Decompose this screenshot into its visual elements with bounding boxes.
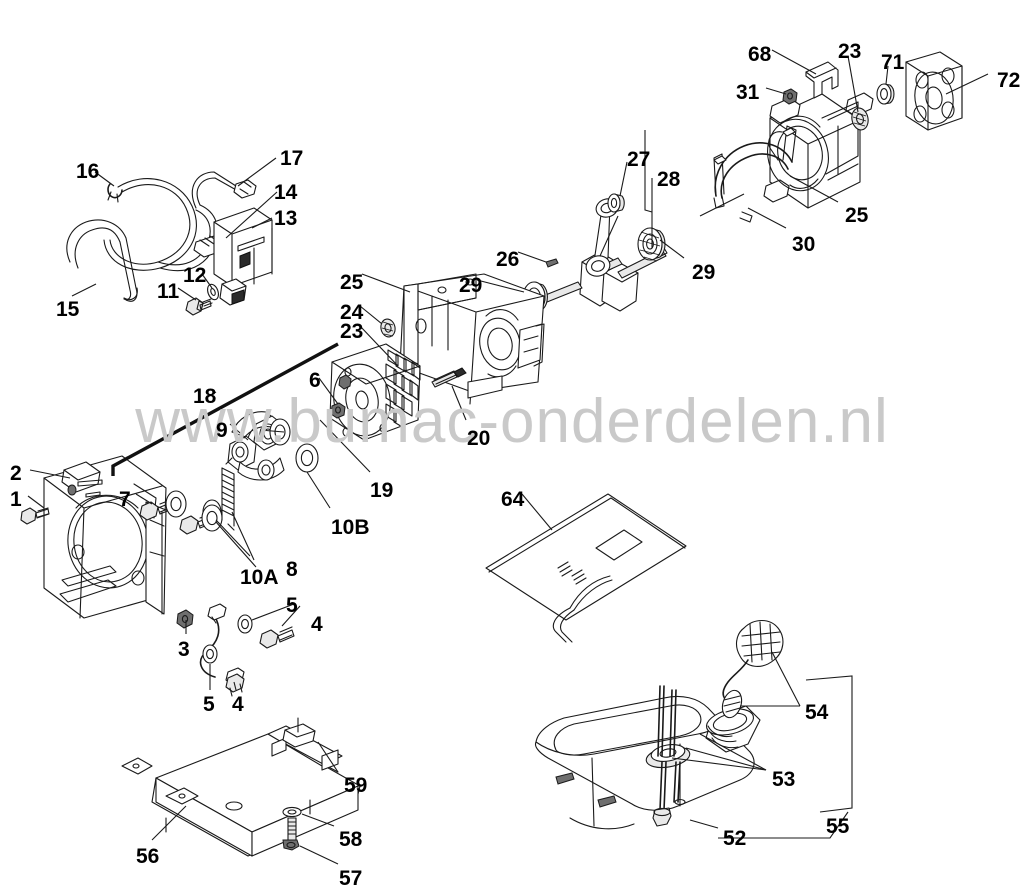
- part-68-clutch-stop-lug: [805, 61, 839, 99]
- part-53-fuel-pickup-hoses: [645, 685, 691, 827]
- callout-27: 27: [627, 148, 651, 171]
- part-2-crankcase-cover: [43, 455, 167, 619]
- callout-52: 52: [723, 827, 747, 850]
- callout-5a: 5: [286, 594, 298, 617]
- part-1-screw: [20, 507, 50, 525]
- part-57-bolt: [282, 817, 300, 851]
- callout-25a: 25: [340, 271, 364, 294]
- callout-12: 12: [183, 264, 207, 287]
- part-16-hose-clamp: [107, 183, 123, 203]
- callout-20: 20: [467, 427, 491, 450]
- callout-71: 71: [881, 51, 905, 74]
- part-56-guard-bracket: [121, 725, 361, 857]
- callout-64: 64: [501, 488, 525, 511]
- part-72-clutch-drum: [905, 51, 963, 131]
- callout-5b: 5: [203, 693, 215, 716]
- callout-56: 56: [136, 845, 160, 868]
- part-23-washer-nut: [851, 107, 869, 131]
- part-59-guard-pad: [282, 717, 316, 748]
- callout-8: 8: [286, 558, 298, 581]
- part-26-woodruff-key: [545, 258, 559, 268]
- callout-72: 72: [997, 69, 1021, 92]
- callout-10A: 10A: [240, 566, 279, 589]
- callout-14: 14: [274, 181, 298, 204]
- callout-17: 17: [280, 147, 304, 170]
- part-7-screws-washers: [139, 490, 223, 535]
- callout-10B: 10B: [331, 516, 370, 539]
- callout-29a: 29: [459, 274, 483, 297]
- part-11-screw: [185, 297, 213, 316]
- callout-4a: 4: [311, 613, 323, 636]
- callout-15: 15: [56, 298, 80, 321]
- part-58-washer: [282, 806, 302, 818]
- callout-53: 53: [772, 768, 796, 791]
- callout-68: 68: [748, 43, 772, 66]
- part-64-panel: [485, 493, 687, 643]
- callout-23a: 23: [340, 320, 364, 343]
- callout-54: 54: [805, 701, 829, 724]
- part-4-5-ground-wire-screws: [199, 603, 295, 697]
- callout-3: 3: [178, 638, 190, 661]
- part-71-bearing: [876, 83, 895, 105]
- callout-23b: 23: [838, 40, 862, 63]
- callout-7: 7: [119, 488, 131, 511]
- callout-29b: 29: [692, 261, 716, 284]
- callout-9: 9: [216, 419, 228, 442]
- callout-25b: 25: [845, 204, 869, 227]
- part-13-ignition-coil: [213, 207, 273, 306]
- callout-31: 31: [736, 81, 760, 104]
- callout-4b: 4: [232, 693, 244, 716]
- callout-57: 57: [339, 867, 363, 890]
- leader-lines: [27, 49, 989, 865]
- callout-2: 2: [10, 462, 22, 485]
- part-52-fuel-tank: [534, 695, 761, 830]
- part-20-screw: [431, 367, 467, 388]
- part-24-washer: [380, 318, 396, 338]
- callout-16: 16: [76, 160, 100, 183]
- part-15-fuel-hose: [66, 219, 138, 302]
- part-6-flywheel: [329, 343, 421, 441]
- part-31-nut: [782, 88, 798, 105]
- callout-55: 55: [826, 815, 850, 838]
- callout-24: 24: [340, 301, 364, 324]
- part-54-fuel-cap: [721, 619, 784, 719]
- callout-19: 19: [370, 479, 394, 502]
- part-3-nut: [176, 609, 194, 629]
- callout-6: 6: [309, 369, 321, 392]
- part-25-crankcase: [399, 273, 545, 405]
- callout-59: 59: [344, 774, 368, 797]
- callout-26: 26: [496, 248, 520, 271]
- callout-58: 58: [339, 828, 363, 851]
- callout-28: 28: [657, 168, 681, 191]
- callout-11: 11: [157, 280, 180, 303]
- part-10B-washer: [295, 443, 319, 473]
- callout-1: 1: [10, 488, 22, 511]
- part-30-spring-clip: [713, 125, 797, 223]
- part-27-piston-pin-bearing: [607, 193, 625, 213]
- part-12-washer: [207, 283, 219, 301]
- callout-18: 18: [193, 385, 217, 408]
- callout-13: 13: [274, 207, 298, 230]
- callout-30: 30: [792, 233, 816, 256]
- part-29-bearing-right: [637, 227, 666, 262]
- part-8-clutch-spring: [221, 457, 235, 531]
